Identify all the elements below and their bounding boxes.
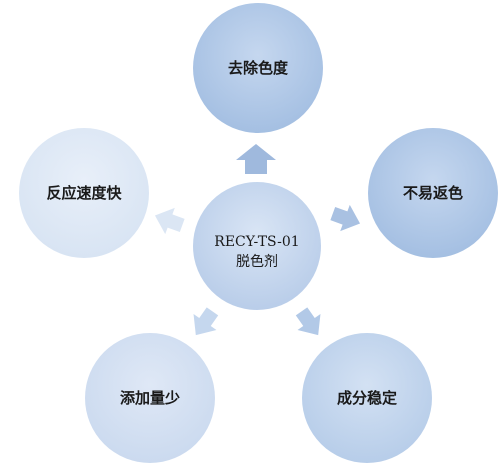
- node-circle: [85, 333, 215, 463]
- center-label-line-2: 脱色剂: [236, 253, 278, 270]
- node-no-recolor: 不易返色: [368, 128, 498, 258]
- node-label: 反应速度快: [46, 184, 122, 202]
- center-node: RECY-TS-01 脱色剂: [193, 182, 321, 310]
- arrows: [154, 144, 361, 336]
- node-fast-reaction: 反应速度快: [19, 128, 149, 258]
- node-circle: [19, 128, 149, 258]
- node-circle: [302, 333, 432, 463]
- arrow-down-left: [193, 307, 219, 336]
- center-circle: [193, 182, 321, 310]
- node-label: 成分稳定: [337, 389, 397, 407]
- node-circle: [368, 128, 498, 258]
- arrow-down-right: [295, 307, 321, 336]
- node-remove-color: 去除色度: [193, 3, 323, 133]
- arrow-up: [236, 144, 276, 174]
- center-label-line-1: RECY-TS-01: [214, 234, 299, 250]
- arrow-right: [330, 204, 361, 232]
- node-low-dosage: 添加量少: [85, 333, 215, 463]
- node-stable-composition: 成分稳定: [302, 333, 432, 463]
- node-circle: [193, 3, 323, 133]
- node-label: 去除色度: [228, 59, 289, 77]
- node-label: 添加量少: [120, 389, 180, 407]
- node-label: 不易返色: [403, 184, 463, 202]
- arrow-left: [154, 207, 185, 235]
